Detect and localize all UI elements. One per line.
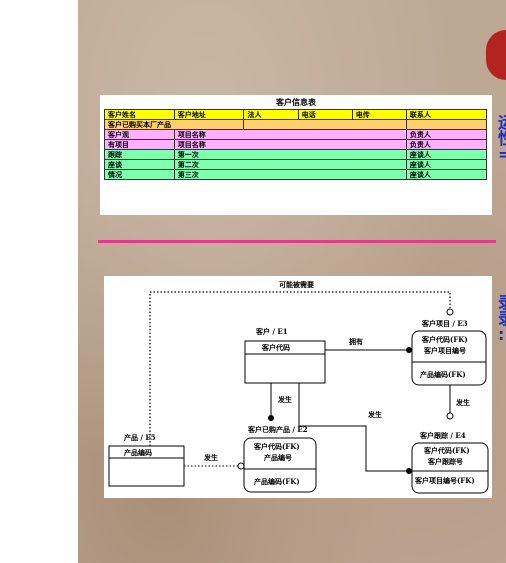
table-cell: 客户观: [104, 129, 175, 140]
entity-key-customer: 客户代码: [261, 343, 290, 352]
entity-key-tracking-2: 客户跟踪号: [427, 457, 463, 466]
table-cell: 客户已购买本厂产品: [103, 119, 245, 130]
rel-end-dot: [268, 415, 274, 421]
rel-label-occur-1: 发生: [277, 395, 292, 404]
entity-title-customer: 客户 / E1: [255, 327, 288, 336]
entity-title-product: 产品 / E5: [124, 433, 156, 442]
entity-key-product: 产品编码: [124, 448, 152, 457]
table-header-cell: 联系人: [405, 109, 488, 120]
table-row: 有项目 项目名称 负责人: [104, 139, 488, 150]
entity-key-purchased-2: 产品编号: [264, 453, 292, 462]
table-cell: 有项目: [104, 139, 175, 150]
entity-key-purchased-1: 客户代码(FK): [253, 442, 300, 451]
table-title: 客户信息表: [276, 97, 316, 107]
top-rel-label: 可能被需要: [279, 280, 314, 289]
table-row: 情况 第三次 座谈人: [104, 169, 488, 180]
table-row: 座谈 第二次 座谈人: [104, 159, 488, 170]
entity-attr-purchased: 产品编码(FK): [254, 477, 300, 486]
rel-end-circle: [446, 412, 454, 420]
entity-project: [411, 330, 487, 386]
optional-relationship-line: [149, 291, 451, 460]
table-cell: 跟踪: [104, 149, 175, 160]
table-cell: 负责人: [405, 129, 488, 140]
divider-line: [98, 240, 496, 243]
table-cell: 座谈: [104, 159, 175, 170]
entity-key-tracking-1: 客户代码(FK): [423, 446, 470, 455]
table-cell: 第三次: [173, 169, 407, 180]
customer-info-table-panel: 客户信息表 客户姓名 客户地址 法人 电话 电传 联系人 客户已购买本厂产品 客…: [100, 95, 492, 215]
entity-title-tracking: 客户跟踪 / E4: [419, 431, 466, 440]
table-cell: [405, 119, 488, 130]
table-cell: 座谈人: [405, 169, 488, 180]
er-diagram: 可能被需要 客户 / E1 客户代码 拥有 客户项目 / E3 客户代码(FK)…: [108, 280, 489, 494]
entity-attr-tracking: 客户项目编号(FK): [414, 476, 475, 485]
table-cell: 项目名称: [173, 139, 407, 150]
table-cell: [243, 119, 407, 130]
entity-product: [108, 445, 185, 487]
entity-title-project: 客户项目 / E3: [421, 319, 468, 328]
entity-customer: [244, 340, 326, 384]
table-row: 客户已购买本厂产品: [103, 119, 488, 130]
table-header-cell: 客户姓名: [104, 109, 175, 120]
table-cell: 第二次: [173, 159, 407, 170]
table-header-cell: 客户地址: [173, 109, 245, 120]
rel-end-dot: [406, 347, 412, 353]
table-header-cell: 电传: [351, 109, 407, 120]
table-cell: 项目名称: [173, 129, 407, 140]
table-cell: 第一次: [173, 149, 407, 160]
table-cell: 座谈人: [405, 159, 488, 170]
table-cell: 座谈人: [405, 149, 488, 160]
rel-end-circle: [446, 308, 454, 316]
table-header-cell: 电话: [297, 109, 353, 120]
side-text-fragment-2: 录录:: [498, 295, 506, 343]
rel-end-circle: [237, 462, 245, 470]
table-cell: 负责人: [405, 139, 488, 150]
table-header-row: 客户姓名 客户地址 法人 电话 电传 联系人: [104, 109, 488, 120]
entity-key-project-1: 客户代码(FK): [421, 335, 468, 344]
entity-key-project-2: 客户项目编号: [423, 346, 466, 355]
table-row: 跟踪 第一次 座谈人: [104, 149, 488, 160]
customer-info-table: 客户姓名 客户地址 法人 电话 电传 联系人 客户已购买本厂产品 客户观 项目名…: [103, 109, 488, 180]
side-text-fragment-1: 运性=: [498, 115, 506, 163]
red-logo-shape: [486, 30, 506, 80]
entity-title-purchased: 客户已购产品 / E2: [247, 425, 308, 434]
rel-label-own: 拥有: [349, 337, 363, 346]
entity-attr-project: 产品编码(FK): [420, 370, 466, 379]
rel-label-occur-2: 发生: [367, 410, 382, 419]
er-diagram-panel: 可能被需要 客户 / E1 客户代码 拥有 客户项目 / E3 客户代码(FK)…: [104, 276, 492, 498]
rel-label-occur-4: 发生: [203, 453, 218, 462]
rel-label-occur-3: 发生: [455, 398, 470, 407]
table-row: 客户观 项目名称 负责人: [104, 129, 488, 140]
entity-tracking: [411, 442, 489, 494]
table-header-cell: 法人: [243, 109, 299, 120]
table-cell: 情况: [104, 169, 175, 180]
rel-end-dot: [406, 468, 412, 474]
rel-occur-line-2: [298, 383, 412, 472]
